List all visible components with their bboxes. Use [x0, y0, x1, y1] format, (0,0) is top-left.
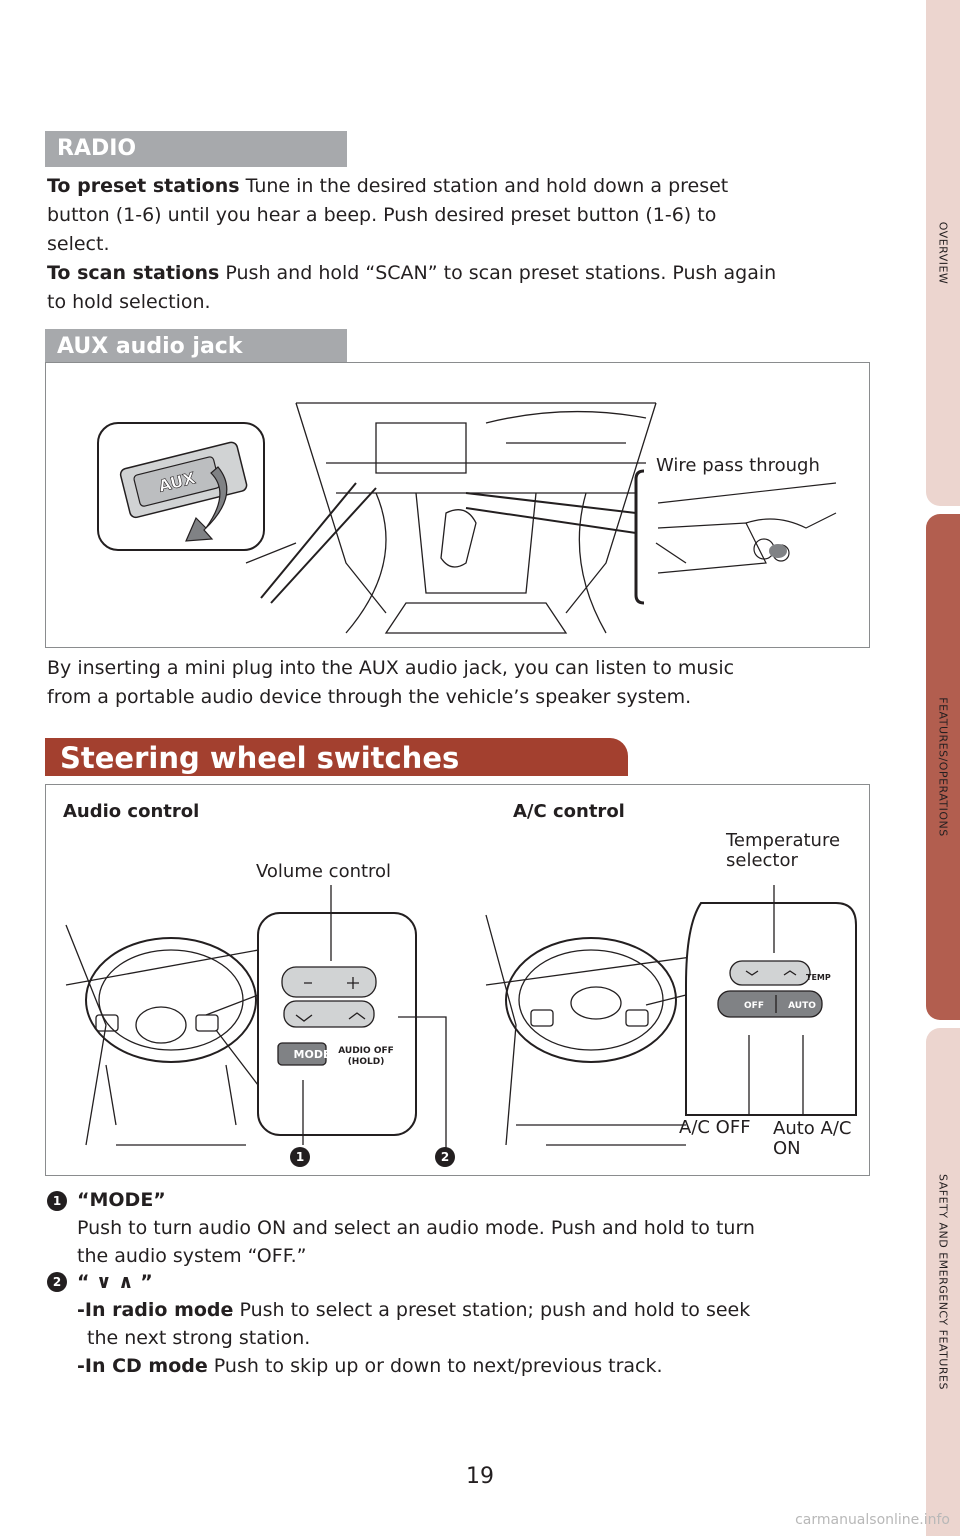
radio-mode-text-1: Push to select a preset station; push an…	[233, 1299, 751, 1321]
tab-safety[interactable]: SAFETY AND EMERGENCY FEATURES	[926, 1028, 960, 1536]
aux-desc-1: By inserting a mini plug into the AUX au…	[47, 657, 735, 679]
wire-pass-through-label: Wire pass through	[656, 455, 820, 476]
item-2-marker: 2	[47, 1272, 67, 1292]
aux-illustration-frame: AUX Wire pass through	[45, 362, 870, 648]
preset-label: To preset stations	[47, 175, 240, 197]
aux-description: By inserting a mini plug into the AUX au…	[47, 654, 734, 712]
aux-desc-2: from a portable audio device through the…	[47, 686, 692, 708]
tab-overview[interactable]: OVERVIEW	[926, 0, 960, 506]
auto-ac-line-2: ON	[773, 1138, 801, 1159]
scan-label: To scan stations	[47, 262, 220, 284]
temperature-selector-label: Temperature selector	[726, 831, 840, 871]
steering-illustration-frame: MODE AUDIO OFF (HOLD) TEMP OFF AUTO Audi…	[45, 784, 870, 1176]
item-1-marker: 1	[47, 1191, 67, 1211]
preset-text-1: Tune in the desired station and hold dow…	[239, 175, 729, 197]
aux-illustration: AUX	[97, 402, 837, 634]
aux-heading: AUX audio jack	[45, 329, 347, 365]
temp-button-label: TEMP	[806, 973, 831, 982]
arrows-title: “ ∨ ∧ ”	[77, 1271, 153, 1293]
tab-safety-label: SAFETY AND EMERGENCY FEATURES	[936, 1174, 950, 1390]
radio-mode-text-2: the next strong station.	[87, 1327, 311, 1349]
preset-text-2: button (1-6) until you hear a beep. Push…	[47, 204, 717, 226]
radio-mode-label: -In radio mode	[77, 1299, 234, 1321]
preset-text-3: select.	[47, 233, 110, 255]
audio-off-label-2: (HOLD)	[348, 1057, 385, 1067]
tab-features-label: FEATURES/OPERATIONS	[936, 697, 950, 837]
mode-title: “MODE”	[77, 1189, 166, 1211]
marker-2: 2	[435, 1147, 455, 1167]
off-button-label: OFF	[744, 1001, 764, 1011]
cd-mode-text: Push to skip up or down to next/previous…	[207, 1355, 663, 1377]
item-mode: “MODE” Push to turn audio ON and select …	[77, 1186, 755, 1270]
steering-heading: Steering wheel switches	[45, 738, 628, 776]
steering-illustration: MODE AUDIO OFF (HOLD) TEMP OFF AUTO	[65, 885, 857, 1157]
temp-selector-line-2: selector	[726, 850, 798, 871]
ac-control-label: A/C control	[513, 801, 625, 822]
auto-ac-on-label: Auto A/C ON	[773, 1119, 851, 1159]
mode-button-label: MODE	[294, 1048, 331, 1061]
scan-text-2: to hold selection.	[47, 291, 211, 313]
ac-off-label: A/C OFF	[679, 1117, 751, 1138]
tab-features-operations[interactable]: FEATURES/OPERATIONS	[926, 514, 960, 1020]
cd-mode-label: -In CD mode	[77, 1355, 208, 1377]
tab-overview-label: OVERVIEW	[936, 221, 950, 285]
audio-off-label-1: AUDIO OFF	[338, 1046, 394, 1056]
auto-ac-line-1: Auto A/C	[773, 1118, 852, 1139]
mode-desc-2: the audio system “OFF.”	[77, 1245, 307, 1267]
item-arrows: “ ∨ ∧ ” -In radio mode Push to select a …	[77, 1268, 750, 1380]
page-number: 19	[466, 1464, 494, 1489]
volume-control-label: Volume control	[256, 861, 392, 882]
scan-text-1: Push and hold “SCAN” to scan preset stat…	[219, 262, 777, 284]
watermark: carmanualsonline.info	[795, 1512, 950, 1528]
auto-button-label: AUTO	[788, 1001, 816, 1011]
radio-text: To preset stations Tune in the desired s…	[47, 172, 776, 317]
audio-control-label: Audio control	[63, 801, 200, 822]
temp-selector-line-1: Temperature	[726, 830, 841, 851]
radio-heading: RADIO	[45, 131, 347, 167]
marker-1: 1	[290, 1147, 310, 1167]
mode-desc-1: Push to turn audio ON and select an audi…	[77, 1217, 755, 1239]
